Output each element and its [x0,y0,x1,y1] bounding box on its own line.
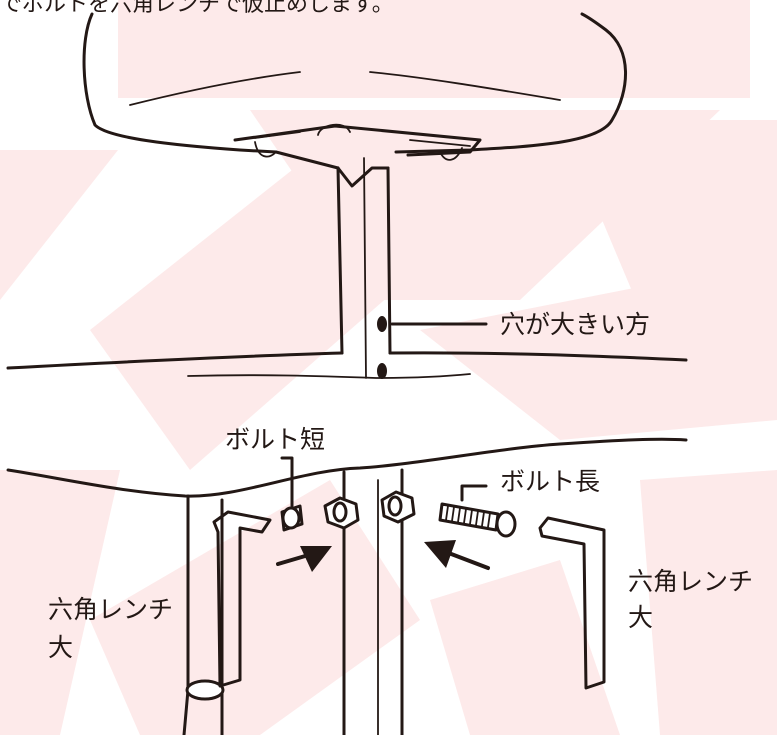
wrench-left-label-line2: 大 [48,633,74,662]
bolt-short-leader [280,456,294,508]
large-hole [377,316,387,332]
upper-post-center [363,157,367,379]
arrow-left [276,546,332,572]
wrench-right-label-line1: 六角レンチ [628,567,754,596]
bolt-long-leader [460,484,488,502]
base-outline [6,437,688,498]
break-line-upper [6,351,688,370]
caster-top [185,679,225,701]
plate-line [254,131,471,147]
arrow-right [424,540,490,570]
wrench-left-label-line1: 六角レンチ [48,595,174,624]
top-caption: でボルトを六角レンチで仮止めします。 [0,0,394,17]
wrench-right-label-line2: 大 [628,603,654,632]
mount-plate [233,124,482,170]
bolt-long-label: ボルト長 [500,467,601,496]
mount-bracket-right [439,147,463,161]
upper-post-left [336,166,344,355]
bolt-long [438,502,500,532]
bolt-short-label: ボルト短 [225,425,326,454]
mount-knob [317,123,351,136]
base-frame-left [182,494,224,735]
hex-wrench-right [538,516,606,690]
mount-bracket-left [254,141,277,158]
seat-outline [82,12,628,154]
small-hole [377,363,387,379]
seat-crease-left [129,71,301,106]
post-collar [336,166,390,188]
break-line-lower [187,373,471,379]
hole-label: 穴が大きい方 [500,310,651,339]
upper-post-right [386,166,392,355]
seat-crease-right [369,71,561,101]
bolt-long-thread [445,505,491,528]
hex-wrench-left [212,510,272,688]
